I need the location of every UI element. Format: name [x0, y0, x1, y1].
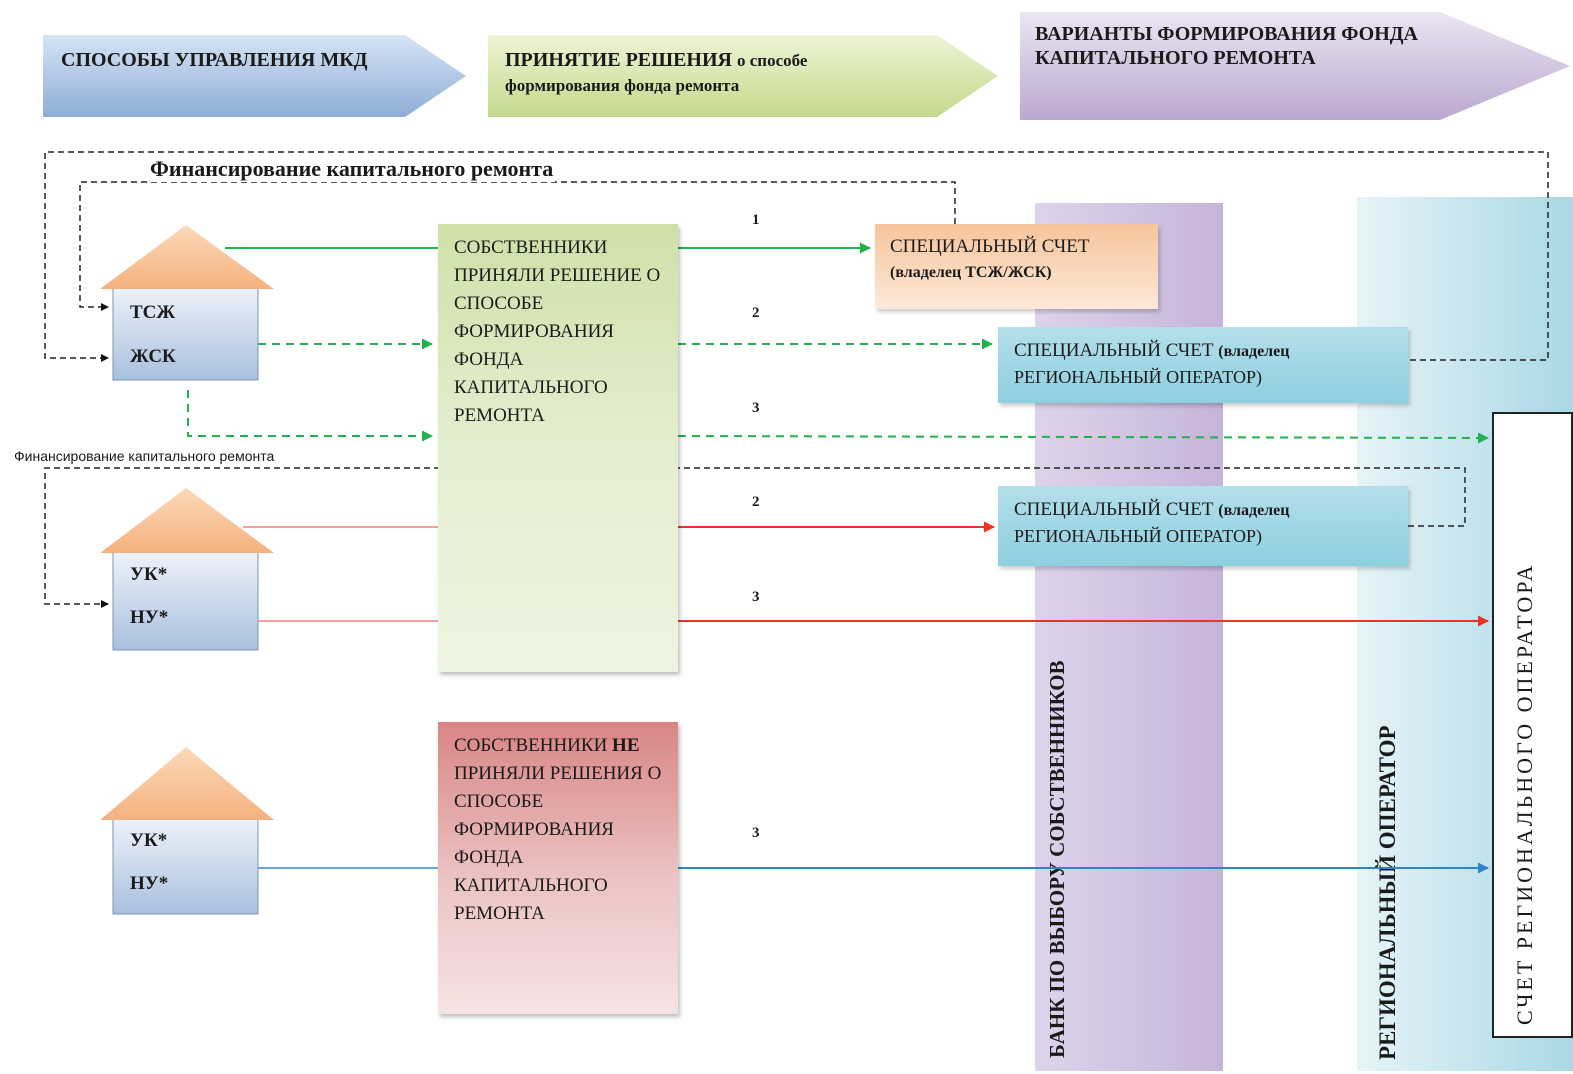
financing-label-mid: Финансирование капитального ремонта	[12, 448, 277, 464]
decision-rejected-bold: НЕ	[612, 735, 640, 756]
house-1	[100, 225, 274, 381]
header-arrow-variants	[1020, 12, 1570, 120]
header-arrows	[43, 12, 1570, 120]
house-2	[100, 488, 274, 651]
financing-loop-inner	[79, 181, 956, 311]
special-account-ro-box-2	[998, 486, 1408, 566]
decision-accepted-text: СОБСТВЕННИКИ ПРИНЯЛИ РЕШЕНИЕ О СПОСОБЕ Ф…	[454, 237, 661, 426]
special-account-ro-2-sub2: РЕГИОНАЛЬНЫЙ ОПЕРАТОР)	[1014, 526, 1263, 546]
special-account-ro-1-sub2: РЕГИОНАЛЬНЫЙ ОПЕРАТОР)	[1014, 367, 1263, 387]
special-account-ro-1-line1: СПЕЦИАЛЬНЫЙ СЧЕТ (владелец	[1014, 340, 1289, 362]
special-account-tsj-main: СПЕЦИАЛЬНЫЙ СЧЕТ	[890, 236, 1090, 257]
decision-rejected-pre: СОБСТВЕННИКИ	[454, 735, 608, 756]
decision-rejected-box	[438, 722, 678, 1014]
house-3-roof	[100, 747, 274, 820]
house-2-roof	[100, 488, 274, 553]
special-account-tsj-sub: (владелец ТСЖ/ЖСК)	[890, 264, 1052, 281]
number-label-3b: 3	[752, 589, 760, 605]
header-decision-sub: о способе формирования фонда ремонта	[505, 51, 808, 95]
arrow-variant-3-green	[677, 432, 1489, 444]
house-3-label-2: НУ*	[130, 873, 169, 894]
house-1-label-2: ЖСК	[130, 346, 176, 367]
header-methods: СПОСОБЫ УПРАВЛЕНИЯ МКД	[61, 49, 368, 71]
special-account-ro-1-sub1: (владелец	[1218, 343, 1290, 360]
special-account-ro-2-sub1: (владелец	[1218, 502, 1290, 519]
financing-loop-outer	[44, 151, 1549, 362]
number-label-2a: 2	[752, 305, 760, 321]
green-dashed-jsk-down	[187, 390, 433, 442]
decision-accepted-box	[438, 224, 678, 672]
house-2-wall	[112, 551, 259, 651]
house-3-label-1: УК*	[130, 830, 168, 851]
house-3-wall	[112, 817, 259, 915]
header-variants: ВАРИАНТЫ ФОРМИРОВАНИЯ ФОНДА КАПИТАЛЬНОГО…	[1035, 23, 1418, 69]
header-decision: ПРИНЯТИЕ РЕШЕНИЯ о способе формирования …	[505, 48, 925, 98]
special-account-ro-2-main: СПЕЦИАЛЬНЫЙ СЧЕТ	[1014, 499, 1214, 520]
house-2-label-1: УК*	[130, 564, 168, 585]
number-label-1: 1	[752, 212, 760, 228]
number-label-2b: 2	[752, 494, 760, 510]
house-1-label-1: ТСЖ	[130, 302, 176, 323]
decision-rejected-post: ПРИНЯЛИ РЕШЕНИЯ О СПОСОБЕ ФОРМИРОВАНИЯ Ф…	[454, 763, 662, 924]
house-1-roof	[100, 225, 274, 289]
financing-loop-lower	[44, 467, 1466, 608]
number-label-3a: 3	[752, 400, 760, 416]
header-decision-main: ПРИНЯТИЕ РЕШЕНИЯ	[505, 49, 732, 71]
house-1-wall	[112, 285, 259, 381]
special-account-ro-2-line1: СПЕЦИАЛЬНЫЙ СЧЕТ (владелец	[1014, 499, 1289, 521]
financing-label-top: Финансирование капитального ремонта	[148, 156, 556, 182]
ro-account-box	[1492, 412, 1573, 1038]
house-2-label-2: НУ*	[130, 607, 169, 628]
header-arrow-decision	[488, 35, 998, 117]
special-account-ro-1-main: СПЕЦИАЛЬНЫЙ СЧЕТ	[1014, 340, 1214, 361]
number-label-3c: 3	[752, 825, 760, 841]
decision-rejected-text: СОБСТВЕННИКИ НЕ ПРИНЯЛИ РЕШЕНИЯ О СПОСОБ…	[454, 732, 669, 928]
house-3	[100, 747, 274, 915]
special-account-ro-box-1	[998, 327, 1408, 403]
header-arrow-methods	[43, 35, 466, 117]
special-account-tsj-box	[875, 224, 1158, 309]
